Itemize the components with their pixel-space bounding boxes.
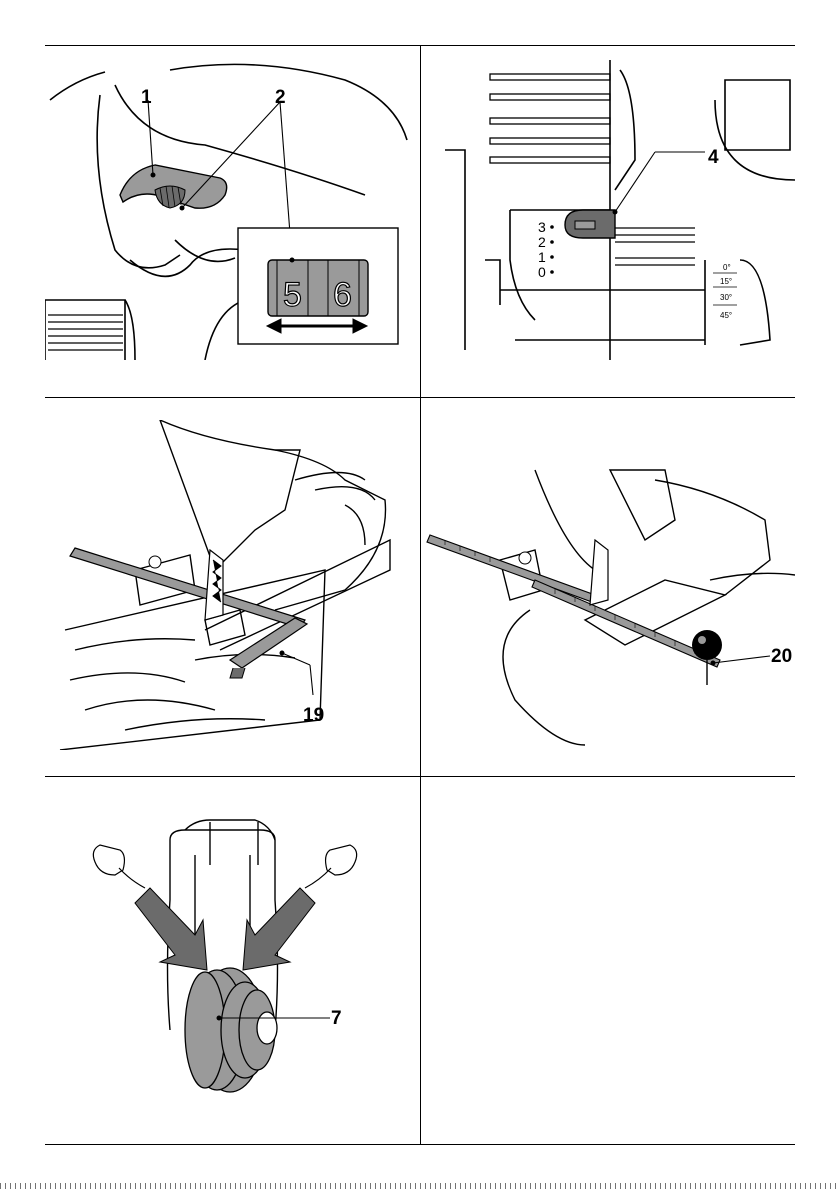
- figure-roller-lubrication: [45, 800, 415, 1120]
- oil-can-left: [93, 845, 151, 894]
- circle-guide-drawing: [425, 460, 795, 760]
- parallel-guide-drawing: [45, 420, 415, 750]
- figure-pendulum-lever: 3 2 1 0 0° 15° 30° 45°: [425, 60, 795, 360]
- figure-circle-guide: [425, 460, 795, 760]
- jigsaw-handle-drawing: 5 6: [45, 60, 415, 360]
- arrow-left: [135, 888, 207, 970]
- callout-7: 7: [331, 1009, 342, 1028]
- column-divider: [420, 45, 421, 1145]
- callout-19: 19: [303, 706, 324, 725]
- angle-45: 45°: [720, 311, 732, 320]
- arrow-right: [243, 888, 315, 970]
- oil-can-right: [299, 845, 357, 894]
- level-3: 3: [538, 219, 546, 235]
- figure-speed-dial: 5 6: [45, 60, 415, 360]
- dial-digit-5: 5: [283, 276, 302, 314]
- callout-1: 1: [141, 88, 152, 107]
- figure-parallel-guide: [45, 420, 415, 750]
- pendulum-drawing: 3 2 1 0 0° 15° 30° 45°: [425, 60, 795, 360]
- level-2: 2: [538, 234, 546, 250]
- angle-0: 0°: [723, 263, 731, 272]
- angle-15: 15°: [720, 277, 732, 286]
- callout-20: 20: [771, 647, 792, 666]
- level-1: 1: [538, 249, 546, 265]
- roller-drawing: [45, 800, 415, 1120]
- level-0: 0: [538, 264, 546, 280]
- roller-wheels: [185, 968, 277, 1092]
- callout-4: 4: [708, 148, 719, 167]
- crop-marks: [0, 1183, 839, 1189]
- center-pin-knob: [692, 630, 722, 660]
- angle-30: 30°: [720, 293, 732, 302]
- callout-2: 2: [275, 88, 286, 107]
- speed-wheel: [155, 186, 185, 208]
- dial-digit-6: 6: [333, 276, 352, 314]
